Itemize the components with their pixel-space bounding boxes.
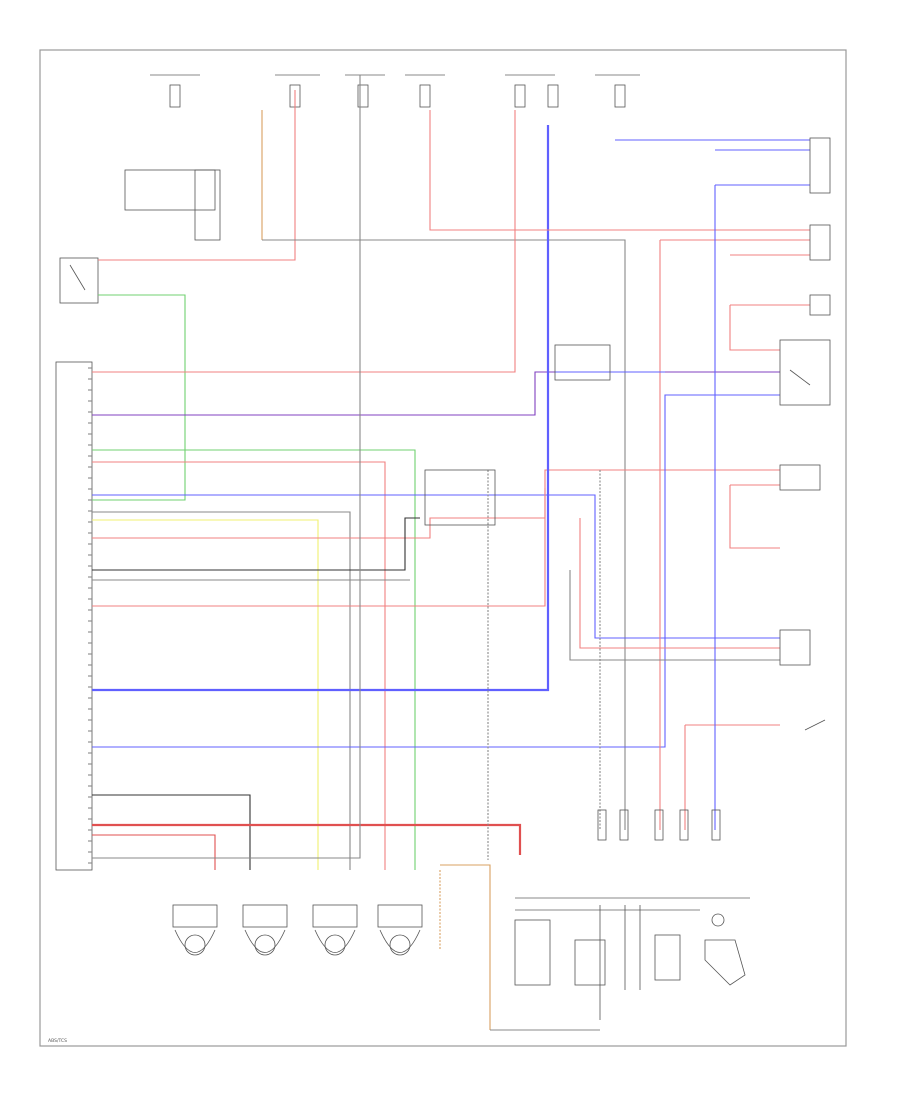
wheel-speed-sensors xyxy=(172,904,423,956)
wheel-sensor-left-rear xyxy=(312,904,358,956)
wires xyxy=(92,75,810,870)
bottom-connectors xyxy=(439,809,750,1031)
abs-control-module xyxy=(55,361,93,871)
right-components xyxy=(779,137,831,731)
corner-label: ABS/TCS xyxy=(48,1038,67,1044)
top-power-section xyxy=(59,74,640,304)
wheel-sensor-right-rear xyxy=(377,904,423,956)
center-switch xyxy=(424,344,611,526)
wheel-sensor-right-front xyxy=(242,904,288,956)
wheel-sensor-left-front xyxy=(172,904,218,956)
diagram-frame xyxy=(39,49,847,1047)
